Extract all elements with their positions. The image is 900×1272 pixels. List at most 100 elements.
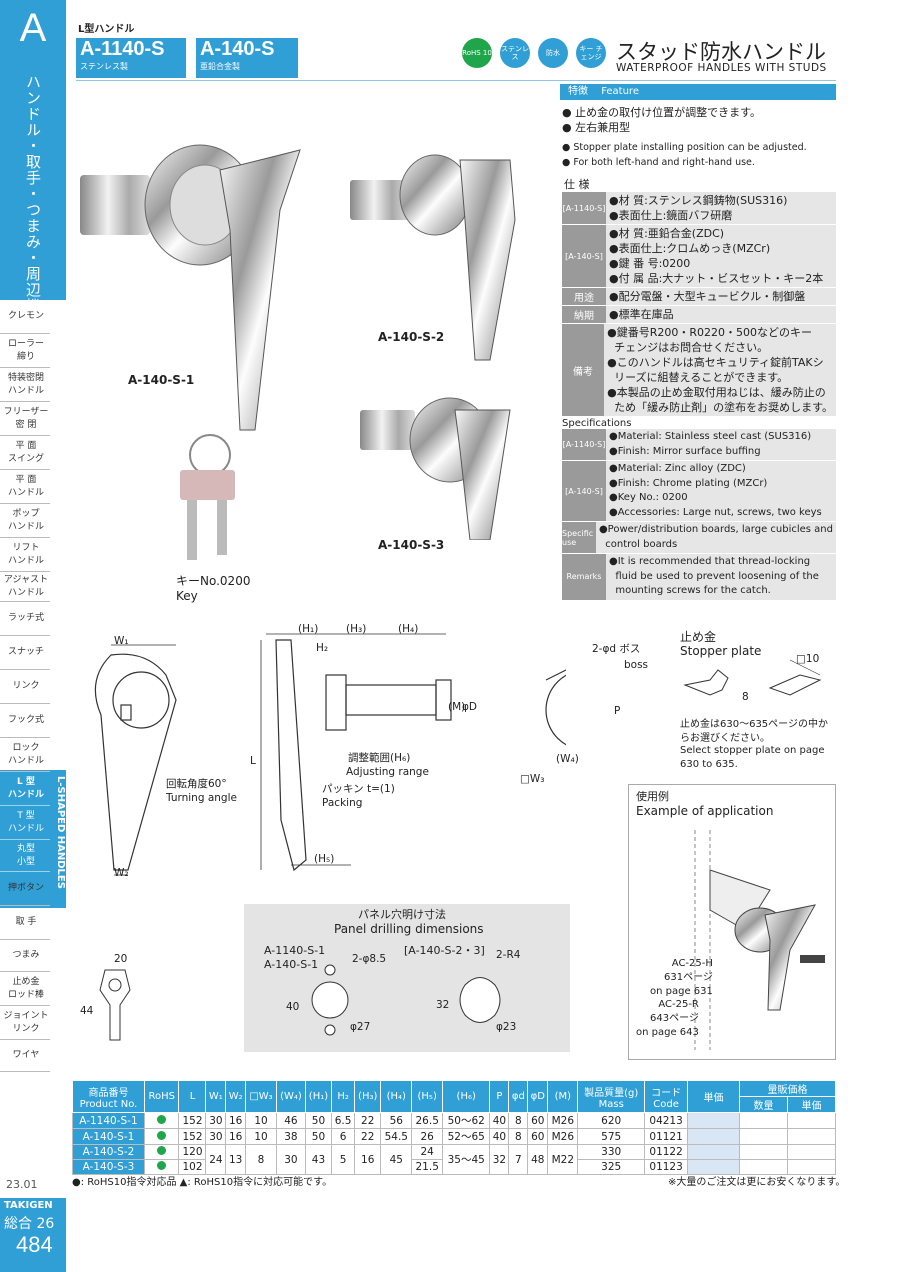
sidebar-item[interactable]: ラッチ式 xyxy=(0,602,50,636)
feature-label-jp: 特徴 xyxy=(568,86,588,97)
feature-en-1: ● Stopper plate installing position can … xyxy=(562,142,807,153)
table-header-cell: 単価 xyxy=(687,1080,740,1113)
spec-row-label: 用途 xyxy=(562,288,606,306)
brand-name: TAKIGEN xyxy=(4,1200,53,1211)
table-price-cell[interactable] xyxy=(787,1128,836,1145)
sidebar-item[interactable]: ローラー 締り xyxy=(0,334,50,368)
dim-m: (M) xyxy=(448,701,466,713)
table-cell: 575 xyxy=(577,1128,646,1145)
table-price-cell[interactable] xyxy=(787,1112,836,1129)
sidebar-item[interactable]: クレモン xyxy=(0,300,50,334)
table-cell: 325 xyxy=(577,1159,646,1175)
model2-title: A-140-S xyxy=(200,38,275,60)
sidebar-item[interactable]: 取 手 xyxy=(0,906,50,940)
sidebar-item[interactable]: 平 面 スイング xyxy=(0,436,50,470)
stainless-icon: ステンレス xyxy=(500,38,530,68)
feature-en-2: ● For both left-hand and right-hand use. xyxy=(562,157,755,168)
table-price-cell[interactable] xyxy=(739,1112,788,1129)
stopper-plate-drawing xyxy=(683,659,822,696)
photo-keys xyxy=(180,434,235,560)
spec-jp-title: 仕 様 xyxy=(564,178,590,191)
sidebar-item[interactable]: ポップ ハンドル xyxy=(0,504,50,538)
panel-left-d: φ27 xyxy=(350,1021,371,1033)
table-price-cell[interactable] xyxy=(787,1159,836,1175)
table-cell: 5 xyxy=(331,1144,356,1175)
table-price-cell[interactable] xyxy=(687,1128,740,1145)
sidebar-item[interactable]: 丸型 小型 xyxy=(0,840,50,872)
application-ref-2: AC-25-R 643ページ on page 643 xyxy=(636,999,699,1038)
table-header-cell: RoHS xyxy=(143,1080,180,1113)
sidebar-item[interactable]: フリーザー 密 閉 xyxy=(0,402,50,436)
table-header-cell: (H₁) xyxy=(304,1080,333,1113)
spec-row-value: ●Power/distribution boards, large cubicl… xyxy=(595,522,836,554)
panel-title-jp: パネル穴明け寸法 xyxy=(358,908,446,921)
table-cell: 01123 xyxy=(644,1159,688,1175)
spec-row: 用途●配分電盤・大型キュービクル・制御盤 xyxy=(562,288,836,306)
table-cell: M22 xyxy=(547,1144,579,1175)
table-cell: 50 xyxy=(304,1128,333,1145)
model2-box: A-140-S 亜鉛合金製 xyxy=(196,38,298,78)
spec-row-value: ●鍵番号R200・R0220・500などのキー チェンジはお問合せください。 ●… xyxy=(604,324,836,417)
sidebar-item[interactable]: アジャスト ハンドル xyxy=(0,572,50,602)
table-header-cell: (H₃) xyxy=(354,1080,382,1113)
sidebar-item[interactable]: L 型 ハンドル xyxy=(0,772,50,806)
table-header-cell: (M) xyxy=(547,1080,579,1113)
table-price-cell[interactable] xyxy=(787,1144,836,1160)
table-cell: 8 xyxy=(508,1128,529,1145)
key-number-label: キーNo.0200 xyxy=(176,574,251,588)
table-cell: 48 xyxy=(527,1144,549,1175)
spec-row-value: ●材 質:亜鉛合金(ZDC) ●表面仕上:クロムめっき(MZCr) ●鍵 番 号… xyxy=(606,225,836,288)
sidebar-item[interactable]: 平 面 ハンドル xyxy=(0,470,50,504)
table-cell: 30 xyxy=(275,1144,306,1175)
sidebar-item[interactable]: ロック ハンドル xyxy=(0,738,50,772)
table-cell: 102 xyxy=(178,1159,207,1175)
table-header-cell: W₁ xyxy=(205,1080,227,1113)
table-cell: 6.5 xyxy=(331,1112,356,1129)
spec-row: Remarks●It is recommended that thread-lo… xyxy=(562,554,836,601)
sidebar-item[interactable]: ジョイント リンク xyxy=(0,1006,50,1040)
table-price-cell[interactable] xyxy=(687,1159,740,1175)
sidebar-item[interactable]: リフト ハンドル xyxy=(0,538,50,572)
sidebar-active-vertical: L-SHAPED HANDLES xyxy=(55,776,66,889)
page-number: 484 xyxy=(16,1232,53,1257)
spec-row-label: [A-1140-S] xyxy=(562,429,606,461)
table-cell: 16 xyxy=(354,1144,382,1175)
photo-a-140-s-2 xyxy=(350,154,516,361)
table-cell: 60 xyxy=(527,1112,549,1129)
sidebar-item[interactable]: スナッチ xyxy=(0,636,50,670)
dim-h2: H₂ xyxy=(316,642,329,654)
table-price-cell[interactable] xyxy=(739,1159,788,1175)
sidebar-item[interactable]: つまみ xyxy=(0,940,50,972)
packing-jp: パッキン t=(1) xyxy=(322,783,395,795)
table-note-left: ●: RoHS10指令対応品 ▲: RoHS10指令に対応可能です。 xyxy=(72,1177,333,1188)
table-price-cell[interactable] xyxy=(739,1144,788,1160)
sidebar-item[interactable]: 押ボタン xyxy=(0,872,50,906)
table-cell: 120 xyxy=(178,1144,207,1160)
panel-right-r: 2-R4 xyxy=(496,949,521,961)
spec-row: [A-140-S]●材 質:亜鉛合金(ZDC) ●表面仕上:クロムめっき(MZC… xyxy=(562,225,836,288)
table-header-cell: φd xyxy=(508,1080,529,1113)
table-cell: 152 xyxy=(178,1112,207,1129)
sidebar-item[interactable]: フック式 xyxy=(0,704,50,738)
table-price-cell[interactable] xyxy=(739,1128,788,1145)
sidebar-item[interactable]: 特装密閉 ハンドル xyxy=(0,368,50,402)
sidebar-item[interactable]: T 型 ハンドル xyxy=(0,806,50,840)
sidebar-item[interactable]: リンク xyxy=(0,670,50,704)
sidebar-item[interactable]: 止め金 ロッド棒 xyxy=(0,972,50,1006)
table-header-cell: 量販価格 xyxy=(739,1080,836,1097)
table-cell: 40 xyxy=(489,1128,510,1145)
sidebar-item[interactable]: ワイヤ xyxy=(0,1040,50,1072)
feature-header: 特徴 Feature xyxy=(560,84,836,100)
table-cell: 40 xyxy=(489,1112,510,1129)
spec-row: [A-140-S]●Material: Zinc alloy (ZDC) ●Fi… xyxy=(562,461,836,522)
table-subheader-cell: 数量 xyxy=(739,1096,788,1113)
spec-row-value: ●It is recommended that thread-locking f… xyxy=(606,554,836,601)
stopper-note-en: Select stopper plate on page 630 to 635. xyxy=(680,745,825,770)
table-price-cell[interactable] xyxy=(687,1112,740,1129)
turning-angle-jp: 回転角度60° xyxy=(166,778,227,790)
table-price-cell[interactable] xyxy=(687,1144,740,1160)
